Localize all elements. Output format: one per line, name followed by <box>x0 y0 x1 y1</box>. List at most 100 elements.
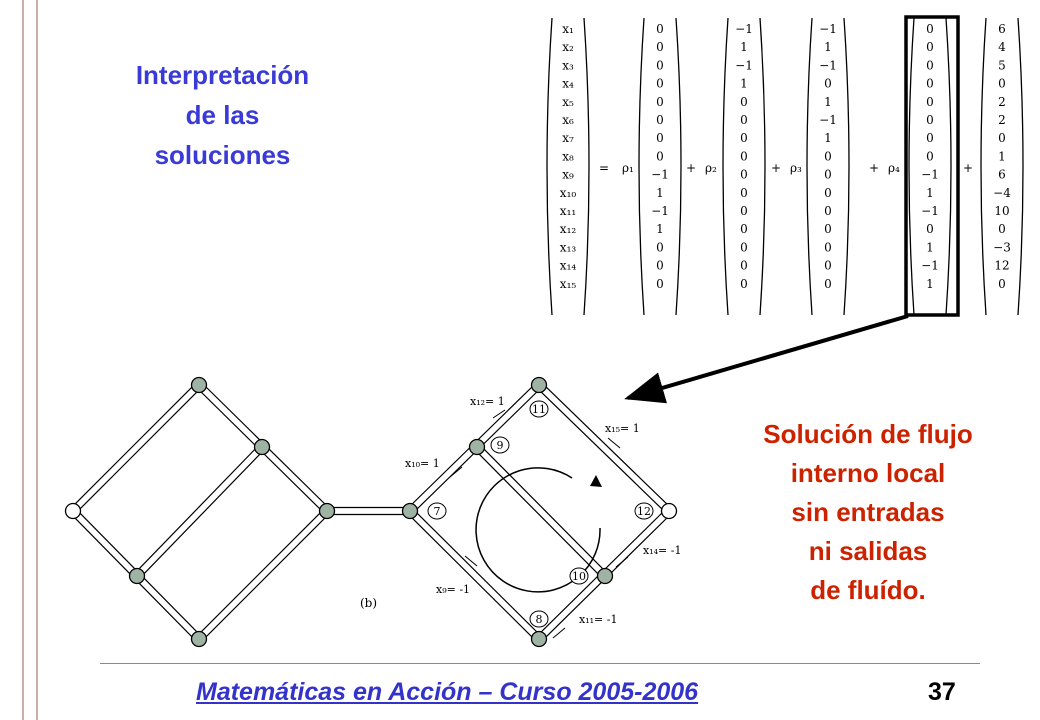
network-edge <box>134 444 260 574</box>
variable-entry: x₁₀ <box>560 186 577 200</box>
flow-direction-arrow <box>607 437 621 449</box>
vector-2-entry: 1 <box>740 77 748 91</box>
network-edge <box>139 449 265 579</box>
constant-entry: 6 <box>998 168 1006 182</box>
vector-2-entry: 0 <box>740 240 748 254</box>
flow-direction-arrow <box>615 556 629 568</box>
vector-2-entry: −1 <box>735 58 753 72</box>
edge-number-marker <box>490 436 510 454</box>
vector-2-paren-right <box>759 17 766 316</box>
coefficient-2: ρ₂ <box>705 161 717 175</box>
vector-3-paren-left <box>806 17 813 316</box>
vector-4-entry: 0 <box>926 58 934 72</box>
flow-label-x11: x₁₁= -1 <box>579 613 617 626</box>
title-line-3: soluciones <box>154 140 291 170</box>
network-node <box>468 438 486 456</box>
vector-4-paren-right <box>945 17 952 316</box>
constant-entry: 5 <box>998 58 1006 72</box>
network-edge <box>536 387 667 514</box>
variable-entry: x₇ <box>562 131 574 145</box>
vector-1-entry: 0 <box>656 131 664 145</box>
page-number: 37 <box>928 678 956 706</box>
vector-1-entry: 0 <box>656 40 664 54</box>
vector-3-entry: 1 <box>824 95 832 109</box>
variable-entry: x₉ <box>562 168 574 182</box>
side-line-3: sin entradas <box>791 497 945 527</box>
side-line-5: de fluído. <box>810 575 926 605</box>
left-rule-1 <box>22 0 24 720</box>
vector-3-entry: 0 <box>824 168 832 182</box>
variable-entry: x₁₄ <box>560 259 577 273</box>
variable-entry: x₅ <box>562 95 574 109</box>
edge-number-marker <box>634 502 654 520</box>
flow-label-x15: x₁₅= 1 <box>605 422 640 435</box>
vector-4-entry: 0 <box>926 113 934 127</box>
diagram-caption: (b) <box>360 596 377 610</box>
vector-1-entry: 1 <box>656 222 664 236</box>
vector-1-paren-right <box>675 17 682 316</box>
flow-label-x10: x₁₀= 1 <box>405 457 440 470</box>
vector-3-entry: 0 <box>824 186 832 200</box>
network-edge <box>201 513 330 642</box>
vector-4-entry: 1 <box>926 240 934 254</box>
variable-entry: x₈ <box>562 149 574 163</box>
vector-1-entry: 0 <box>656 113 664 127</box>
flow-direction-arrow <box>449 466 463 478</box>
vector-4-entry: −1 <box>921 168 939 182</box>
variable-entry: x₆ <box>562 113 574 127</box>
flow-direction-arrow <box>552 627 566 639</box>
edge-number-10: 10 <box>572 570 586 583</box>
edge-number-7: 7 <box>434 505 441 518</box>
edge-number-8: 8 <box>536 613 543 626</box>
vector-1-entry: 1 <box>656 186 664 200</box>
network-edge <box>196 508 325 637</box>
vector-1-entry: 0 <box>656 58 664 72</box>
variable-entry: x₁₂ <box>560 222 577 236</box>
network-node <box>318 502 336 520</box>
variable-entry: x₄ <box>562 77 574 91</box>
vector-4-entry: −1 <box>921 259 939 273</box>
vector-3-entry: 0 <box>824 277 832 291</box>
network-node <box>530 376 548 394</box>
coefficient-4: ρ₄ <box>888 161 900 175</box>
highlight-box <box>904 15 960 317</box>
vector-4-entry: 0 <box>926 222 934 236</box>
vector-2-entry: −1 <box>735 22 753 36</box>
vector-2-entry: 0 <box>740 113 748 127</box>
side-line-1: Solución de flujo <box>763 419 973 449</box>
constant-entry: 4 <box>998 40 1006 54</box>
vector-3-entry: 0 <box>824 204 832 218</box>
network-node <box>128 567 146 585</box>
edge-number-12: 12 <box>637 505 651 518</box>
vector-1-entry: 0 <box>656 277 664 291</box>
vector-4-entry: 0 <box>926 22 934 36</box>
flow-direction-arrow <box>464 555 478 567</box>
vector-3-entry: −1 <box>819 113 837 127</box>
vector-2-entry: 1 <box>740 40 748 54</box>
edge-number-marker <box>569 567 589 585</box>
network-edge <box>412 508 542 637</box>
constant-entry: 0 <box>998 77 1006 91</box>
network-edge <box>474 449 603 579</box>
coefficient-1: ρ₁ <box>622 161 634 175</box>
vector-2-entry: 0 <box>740 222 748 236</box>
edge-number-9: 9 <box>497 439 504 452</box>
vector-3-entry: 0 <box>824 222 832 236</box>
vector-2-entry: 0 <box>740 259 748 273</box>
network-node <box>253 438 271 456</box>
flow-label-x14: x₁₄= -1 <box>643 544 681 557</box>
vector-2-entry: 0 <box>740 131 748 145</box>
side-line-4: ni salidas <box>808 536 928 566</box>
vector-4-entry: 0 <box>926 40 934 54</box>
variable-entry: x₂ <box>562 40 574 54</box>
vector-4-entry: −1 <box>921 204 939 218</box>
vector-3-entry: 1 <box>824 131 832 145</box>
constant-entry: 10 <box>994 204 1009 218</box>
constant-entry: 2 <box>998 95 1006 109</box>
vector-3-entry: 0 <box>824 77 832 91</box>
vector-4-entry: 0 <box>926 149 934 163</box>
vector-3-paren-right <box>843 17 850 316</box>
constant-entry: 0 <box>998 277 1006 291</box>
constant-entry: 0 <box>998 222 1006 236</box>
